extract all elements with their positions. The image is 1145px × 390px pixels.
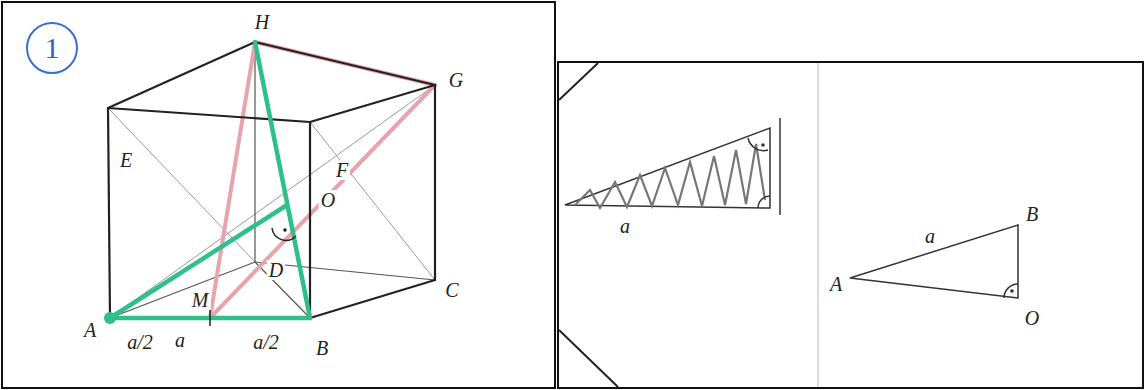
right-angle-mark bbox=[272, 228, 296, 240]
pink-section bbox=[210, 42, 435, 318]
vertex-dot bbox=[104, 312, 116, 324]
point-label: B bbox=[1024, 204, 1040, 224]
point-label: M bbox=[190, 290, 211, 310]
panel-frame bbox=[558, 62, 1143, 388]
point-label: A bbox=[82, 320, 98, 340]
cube-edges bbox=[108, 42, 435, 318]
panel-number: 1 bbox=[25, 21, 79, 75]
point-label: D bbox=[267, 260, 285, 280]
point-label: a/2 bbox=[251, 332, 281, 352]
angle-dot bbox=[761, 143, 765, 147]
page-fold bbox=[817, 63, 819, 387]
hatching bbox=[575, 144, 765, 208]
point-label: B bbox=[314, 338, 330, 358]
angle-mark bbox=[758, 196, 770, 208]
midpoint-tick bbox=[209, 310, 211, 326]
right-angle-dot bbox=[283, 228, 287, 232]
point-label: F bbox=[334, 160, 350, 180]
point-label: a bbox=[923, 226, 937, 246]
point-label: O bbox=[319, 190, 337, 210]
right-triangle bbox=[850, 225, 1018, 298]
right-angle-dot bbox=[1010, 289, 1014, 293]
point-label: E bbox=[118, 150, 134, 170]
page-corner bbox=[559, 330, 618, 387]
point-label: A bbox=[828, 274, 844, 294]
point-label: G bbox=[447, 70, 465, 90]
green-triangle bbox=[110, 42, 310, 318]
angle-mark bbox=[748, 138, 768, 151]
point-label: H bbox=[253, 12, 271, 32]
panel-frame bbox=[2, 2, 555, 388]
point-label: a/2 bbox=[125, 332, 155, 352]
point-label: a bbox=[618, 216, 632, 236]
point-label: C bbox=[443, 280, 460, 300]
point-label: a bbox=[173, 330, 187, 350]
construction-lines bbox=[108, 42, 435, 318]
point-label: O bbox=[1023, 308, 1041, 328]
hatched-triangle bbox=[565, 128, 770, 208]
hidden-edges bbox=[110, 42, 435, 318]
circled-number: 1 bbox=[25, 21, 79, 75]
page-corner bbox=[559, 63, 598, 100]
side-line bbox=[779, 118, 781, 215]
right-angle-mark bbox=[1004, 284, 1018, 298]
